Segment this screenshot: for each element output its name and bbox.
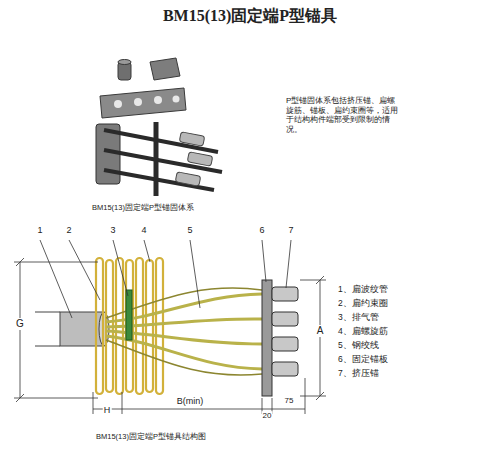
dimension-label: 20	[262, 411, 273, 421]
dimension-lines	[14, 258, 326, 414]
callout-number: 3	[110, 225, 115, 236]
legend-line: 1、扁波纹管	[338, 284, 388, 294]
legend-line: 7、挤压锚	[338, 368, 379, 378]
parts-photo	[96, 58, 222, 196]
title: BM15(13)固定端P型锚具	[163, 6, 337, 25]
legend-line: 6、固定锚板	[338, 354, 388, 364]
coil-turn	[96, 258, 103, 394]
callout-number: 7	[288, 225, 293, 236]
dimension-label: A	[316, 325, 325, 337]
extrusion-anchors	[272, 287, 298, 376]
strands	[106, 288, 262, 375]
legend-line: 4、扁螺旋筋	[338, 326, 388, 336]
coil-turn	[126, 260, 133, 392]
description-text: P型锚固体系包括挤压锚、扁螺旋筋、锚板、扁约束圈等，适用于结构构件端部受到限制的…	[286, 96, 402, 134]
callout-number: 5	[187, 225, 192, 236]
anchor-plate	[262, 280, 272, 396]
dimension-label: H	[103, 405, 112, 416]
dimension-label: G	[15, 318, 25, 330]
callout-number: 2	[66, 225, 71, 236]
dimension-label: B(min)	[176, 396, 205, 407]
vent-pipe	[126, 290, 132, 340]
coil-turn	[156, 258, 163, 394]
callout-number: 4	[141, 225, 146, 236]
legend-line: 3、排气管	[338, 312, 379, 322]
legend-line: 5、钢绞线	[338, 340, 379, 350]
callout-number: 1	[37, 225, 42, 236]
callout-number: 6	[259, 225, 264, 236]
photo-caption: BM15(13)固定端P型锚固体系	[92, 203, 194, 212]
dimension-label: 75	[284, 396, 295, 406]
caption: BM15(13)固定端P型锚具结构图	[96, 432, 206, 441]
legend-line: 2、扁约束圈	[338, 298, 388, 308]
leader-lines	[40, 240, 291, 318]
